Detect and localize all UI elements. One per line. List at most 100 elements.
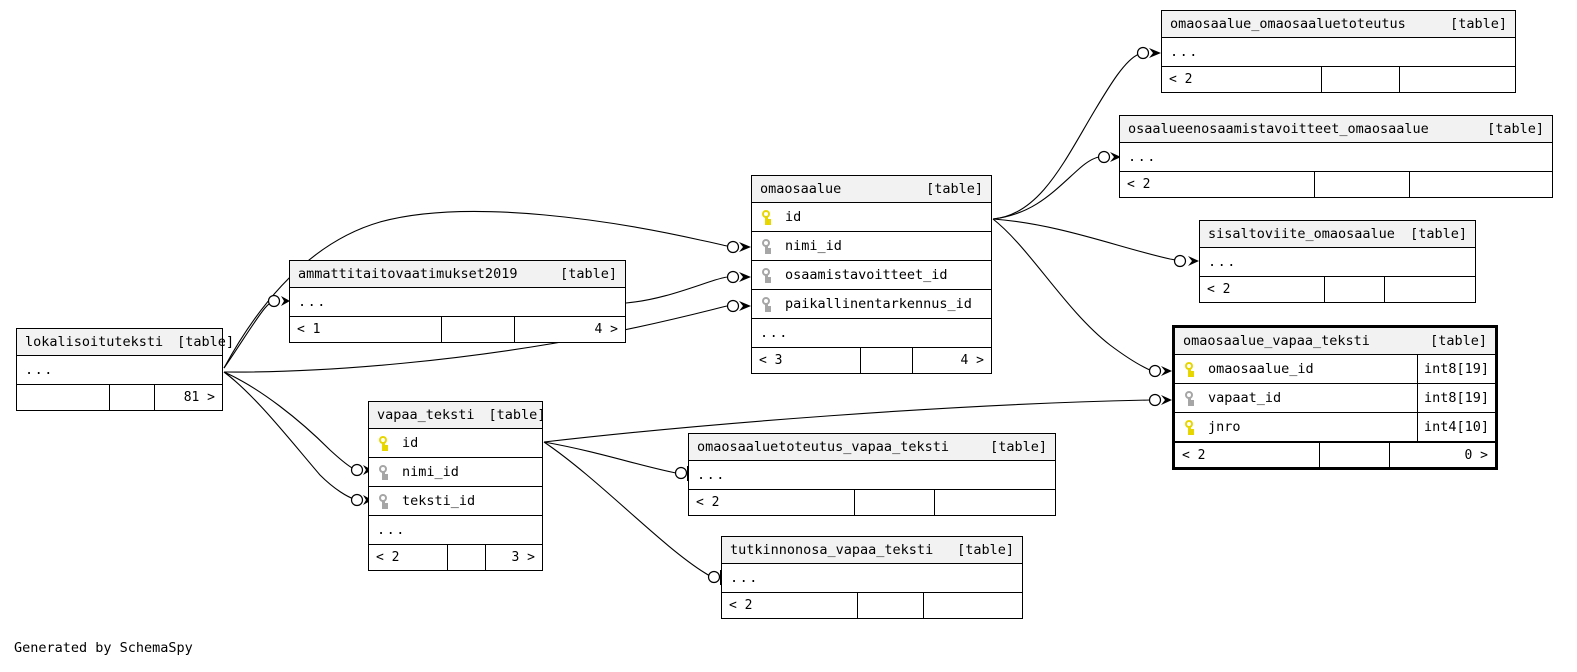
column-name: id — [785, 209, 802, 225]
table-row[interactable]: nimi_id — [752, 232, 991, 261]
table-footer: 81 > — [17, 385, 222, 410]
column-cell: teksti_id — [369, 493, 542, 509]
footer-mid — [1320, 67, 1399, 92]
column-name: omaosaalue_id — [1208, 361, 1314, 377]
edge-endpoint-dot — [267, 294, 281, 308]
table-type-tag: [table] — [1430, 333, 1487, 349]
table-header: omaosaalue_vapaa_teksti [table] — [1175, 328, 1495, 355]
table-header: omaosaalue [table] — [752, 176, 991, 203]
table-type-tag: [table] — [926, 181, 983, 197]
table-row[interactable]: vapaat_id int8[19] — [1175, 384, 1495, 413]
table-row[interactable]: nimi_id — [369, 458, 542, 487]
table-sisaltoviite-omaosaalue[interactable]: sisaltoviite_omaosaalue [table] ... < 2 — [1199, 220, 1476, 303]
footer-mid — [857, 593, 923, 618]
footer-mid — [1314, 172, 1409, 197]
edge-endpoint-dot — [1173, 254, 1187, 268]
column-name: id — [402, 435, 419, 451]
columns-ellipsis: ... — [722, 564, 1022, 593]
columns-ellipsis: ... — [17, 356, 222, 385]
column-cell: jnro — [1175, 419, 1417, 435]
footer-parent-count[interactable]: < 2 — [696, 495, 720, 510]
table-name: omaosaalue_vapaa_teksti — [1183, 333, 1370, 349]
footer-parent-count[interactable]: < 2 — [1207, 282, 1231, 297]
footer-child-count[interactable]: 81 > — [154, 385, 222, 410]
footer-mid — [859, 348, 913, 373]
column-cell: omaosaalue_id — [1175, 361, 1417, 377]
table-ammattitaitovaatimukset2019[interactable]: ammattitaitovaatimukset2019 [table] ... … — [289, 260, 626, 343]
column-name: nimi_id — [402, 464, 459, 480]
edge-endpoint-dot — [726, 240, 740, 254]
table-row[interactable]: id — [369, 429, 542, 458]
table-footer: < 2 3 > — [369, 545, 542, 570]
edge-endpoint-dot — [707, 570, 721, 584]
footer-parent-count[interactable]: < 1 — [297, 322, 321, 337]
column-cell: paikallinentarkennus_id — [752, 296, 991, 312]
column-name: teksti_id — [402, 493, 476, 509]
column-cell: id — [369, 435, 542, 451]
edge-endpoint-dot — [1136, 46, 1150, 60]
table-footer: < 3 4 > — [752, 348, 991, 373]
footer-child-count[interactable] — [923, 593, 1022, 618]
primary-key-icon — [1183, 361, 1195, 377]
table-type-tag: [table] — [177, 334, 235, 350]
footer-parent-count[interactable]: < 2 — [1127, 177, 1151, 192]
columns-ellipsis: ... — [1162, 38, 1515, 67]
foreign-key-icon — [377, 464, 389, 480]
column-name: nimi_id — [785, 238, 842, 254]
columns-ellipsis: ... — [290, 288, 625, 317]
table-omaosaalue[interactable]: omaosaalue [table] id nimi_id osaamistav… — [751, 175, 992, 374]
footer-child-count[interactable]: 3 > — [484, 545, 542, 570]
primary-key-icon — [1183, 419, 1195, 435]
table-type-tag: [table] — [1450, 16, 1507, 32]
table-row[interactable]: jnro int4[10] — [1175, 413, 1495, 442]
footer-mid — [1323, 277, 1385, 302]
table-row[interactable]: teksti_id — [369, 487, 542, 516]
footer-child-count[interactable]: 4 > — [514, 317, 625, 342]
footer-child-count[interactable] — [1384, 277, 1475, 302]
columns-ellipsis: ... — [689, 461, 1055, 490]
footer-child-count[interactable] — [934, 490, 1055, 515]
footer-parent-count[interactable]: < 3 — [759, 353, 783, 368]
footer-parent-count[interactable]: < 2 — [1182, 447, 1206, 463]
footer-parent-count[interactable] — [17, 385, 109, 410]
columns-ellipsis: ... — [369, 516, 542, 545]
table-name: vapaa_teksti — [377, 407, 475, 423]
column-name: vapaat_id — [1208, 390, 1282, 406]
footer-child-count[interactable]: 4 > — [912, 348, 991, 373]
footer-parent-count[interactable]: < 2 — [729, 598, 753, 613]
table-header: sisaltoviite_omaosaalue [table] — [1200, 221, 1475, 248]
foreign-key-icon — [760, 296, 772, 312]
column-type: int8[19] — [1416, 355, 1495, 383]
footer-child-count[interactable] — [1398, 67, 1516, 92]
edge-endpoint-dot — [350, 463, 364, 477]
table-type-tag: [table] — [488, 407, 546, 423]
footer-mid — [440, 317, 515, 342]
table-type-tag: [table] — [990, 439, 1047, 455]
table-osaalueenosaamistavoitteet-omaosaalue[interactable]: osaalueenosaamistavoitteet_omaosaalue [t… — [1119, 115, 1553, 198]
primary-key-icon — [760, 209, 772, 225]
table-omaosaalue-omaosaaluetoteutus[interactable]: omaosaalue_omaosaaluetoteutus [table] ..… — [1161, 10, 1516, 93]
footer-child-count[interactable] — [1409, 172, 1552, 197]
table-header: osaalueenosaamistavoitteet_omaosaalue [t… — [1120, 116, 1552, 143]
table-tutkinnonosa-vapaa-teksti[interactable]: tutkinnonosa_vapaa_teksti [table] ... < … — [721, 536, 1023, 619]
table-vapaa-teksti[interactable]: vapaa_teksti [table] id nimi_id teksti_i… — [368, 401, 546, 571]
column-type: int8[19] — [1416, 384, 1495, 412]
table-row[interactable]: id — [752, 203, 991, 232]
footer-parent-count[interactable]: < 2 — [376, 550, 400, 565]
footer-mid — [109, 385, 154, 410]
table-row[interactable]: paikallinentarkennus_id — [752, 290, 991, 319]
table-row[interactable]: omaosaalue_id int8[19] — [1175, 355, 1495, 384]
table-row[interactable]: osaamistavoitteet_id — [752, 261, 991, 290]
footer-child-count[interactable]: 0 > — [1389, 443, 1495, 467]
table-omaosaaluetoteutus-vapaa-teksti[interactable]: omaosaaluetoteutus_vapaa_teksti [table] … — [688, 433, 1056, 516]
table-footer: < 2 0 > — [1175, 442, 1495, 467]
table-header: lokalisoituteksti [table] — [17, 329, 234, 356]
table-lokalisoituteksti[interactable]: lokalisoituteksti [table] ... 81 > — [16, 328, 234, 411]
footer-parent-count[interactable]: < 2 — [1169, 72, 1193, 87]
table-type-tag: [table] — [1487, 121, 1544, 137]
footer-mid — [853, 490, 935, 515]
generator-credit: Generated by SchemaSpy — [14, 640, 193, 656]
table-omaosaalue-vapaa-teksti[interactable]: omaosaalue_vapaa_teksti [table] omaosaal… — [1172, 325, 1498, 470]
column-name: jnro — [1208, 419, 1241, 435]
